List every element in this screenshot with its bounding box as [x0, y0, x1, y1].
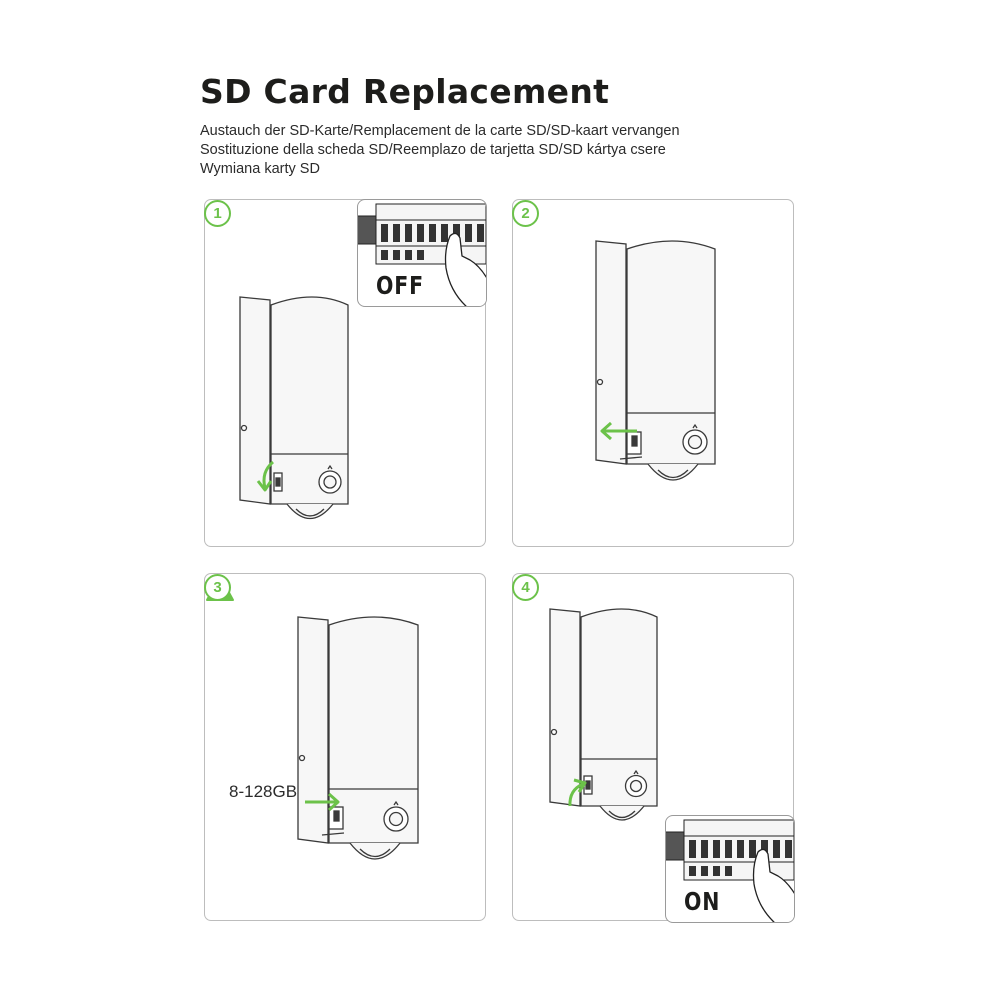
arrow-right-icon — [305, 792, 340, 812]
mount-screw — [240, 424, 248, 432]
subtitle-line-3: Wymiana karty SD — [200, 161, 320, 177]
camera-illustration — [239, 296, 349, 519]
page-title: SD Card Replacement — [200, 72, 610, 111]
camera-body — [580, 608, 658, 807]
step-1-panel: OFF 1 — [204, 199, 487, 547]
camera-illustration — [549, 608, 658, 821]
hand-pointer-icon — [752, 848, 794, 922]
wall-mount-plate — [297, 616, 329, 844]
wall-mount-plate — [549, 608, 581, 807]
step-number-4: 4 — [512, 574, 539, 601]
motion-sensor-dome — [599, 805, 645, 821]
breaker-switches — [689, 840, 792, 876]
camera-illustration — [297, 616, 419, 860]
hand-pointer-icon — [444, 232, 486, 306]
step-number-1: 1 — [204, 200, 231, 227]
motion-sensor-dome — [349, 842, 401, 860]
wall-mount-plate — [239, 296, 271, 505]
curved-arrow-icon — [256, 460, 275, 492]
subtitle: Austauch der SD-Karte/Remplacement de la… — [200, 122, 680, 179]
breaker-inset-on: ON — [665, 815, 795, 923]
subtitle-line-1: Austauch der SD-Karte/Remplacement de la… — [200, 123, 680, 139]
breaker-switches — [381, 224, 484, 260]
step-3-panel: 8-128GB 3 — [204, 573, 486, 921]
subtitle-line-2: Sostituzione della scheda SD/Reemplazo d… — [200, 142, 666, 158]
camera-body — [328, 616, 419, 844]
breaker-inset-off: OFF — [357, 199, 487, 307]
mount-screw — [298, 754, 306, 762]
arrow-left-icon — [600, 421, 637, 441]
mount-screw — [550, 728, 558, 736]
camera-body — [270, 296, 349, 505]
breaker-off-label: OFF — [376, 271, 424, 300]
mount-screw — [596, 378, 604, 386]
breaker-on-label: ON — [684, 887, 721, 916]
motion-sensor-dome — [647, 463, 699, 481]
circuit-breaker-illustration — [666, 819, 794, 922]
step-2-panel: 2 — [512, 199, 794, 547]
curved-arrow-up-icon — [568, 778, 587, 807]
camera-illustration — [595, 240, 716, 481]
wall-mount-plate — [595, 240, 627, 465]
step-number-3: 3 — [204, 574, 231, 601]
step-number-2: 2 — [512, 200, 539, 227]
sd-capacity-label: 8-128GB — [229, 782, 298, 801]
circuit-breaker-illustration — [358, 203, 486, 306]
step-4-panel: ON 4 — [512, 573, 795, 923]
camera-body — [626, 240, 716, 465]
motion-sensor-dome — [286, 503, 334, 519]
